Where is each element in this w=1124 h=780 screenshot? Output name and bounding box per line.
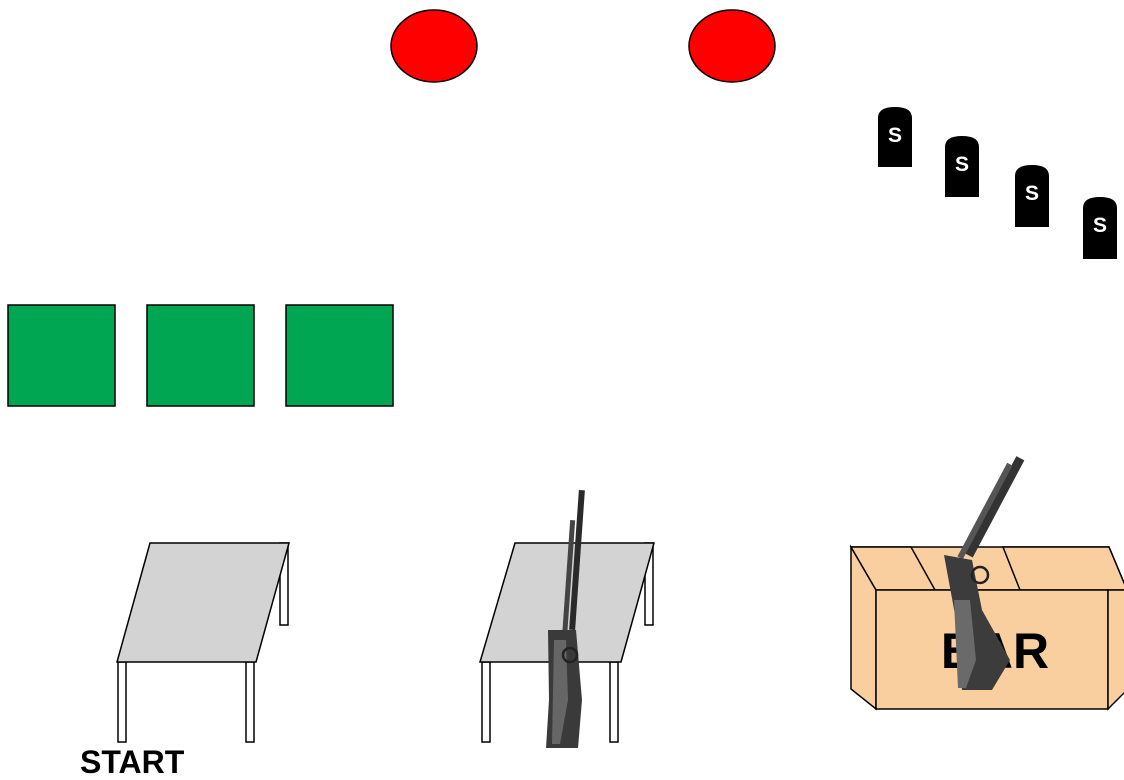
s-plate-1-letter: S (888, 124, 902, 147)
s-plate-4-letter: S (1093, 214, 1107, 237)
red-target-circle-2 (689, 10, 775, 82)
green-target-square-3 (286, 305, 393, 406)
green-target-square-2 (147, 305, 254, 406)
start-label: START (80, 744, 185, 780)
green-target-square-1 (8, 305, 115, 406)
s-plate-2: S (945, 136, 979, 197)
red-target-circle-1 (391, 10, 477, 82)
s-plate-3-letter: S (1025, 182, 1039, 205)
s-plate-4: S (1083, 197, 1117, 259)
s-plate-1: S (878, 107, 912, 167)
start-table (117, 543, 289, 742)
s-plate-3: S (1015, 165, 1049, 227)
s-plate-2-letter: S (955, 153, 969, 176)
